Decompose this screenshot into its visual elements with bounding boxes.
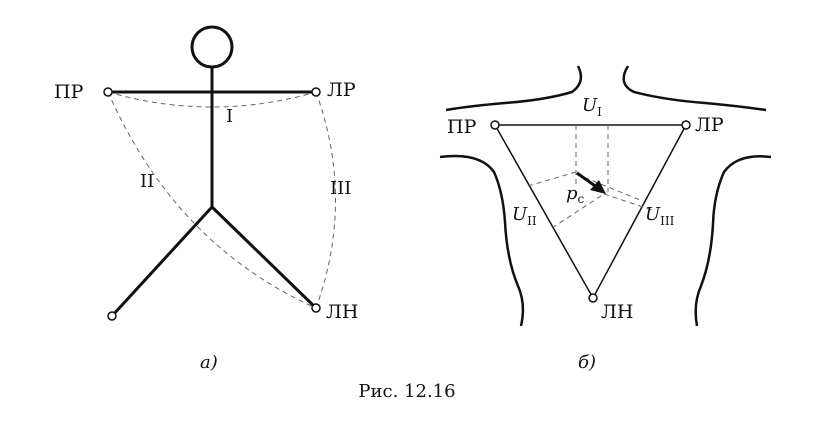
label-pc: pc xyxy=(566,183,585,206)
label-u3-main: U xyxy=(645,204,661,225)
label-lead-ii: II xyxy=(140,171,154,192)
lead-i-arc xyxy=(107,91,317,108)
heart-vector-arrowhead xyxy=(590,180,606,194)
einthoven-triangle xyxy=(493,124,688,300)
panel-a: ПР ЛР ЛН I II III а) xyxy=(54,25,358,373)
electrode-left-foot xyxy=(107,311,117,321)
label-u1-sub: I xyxy=(597,105,602,119)
label-ln-a: ЛН xyxy=(326,301,358,323)
label-u1: UI xyxy=(582,95,602,119)
panel-b: ПР ЛР ЛН UI UII UIII pc б) xyxy=(439,65,772,373)
label-ln-b: ЛН xyxy=(601,301,633,323)
panel-a-sublabel: а) xyxy=(200,352,218,373)
projection-u2-b xyxy=(551,193,605,229)
label-u2: UII xyxy=(512,204,537,228)
label-pr-a: ПР xyxy=(54,81,84,103)
label-lr-a: ЛР xyxy=(327,79,356,101)
label-lead-i: I xyxy=(226,106,233,127)
label-pc-main: p xyxy=(566,183,578,204)
label-u3: UIII xyxy=(645,204,675,228)
stick-figure-head xyxy=(190,25,234,69)
label-pc-sub: c xyxy=(578,192,585,206)
stick-figure-left-leg xyxy=(110,205,214,318)
lead-iii-arc xyxy=(315,91,336,309)
electrode-ln-b xyxy=(588,293,598,303)
electrode-ln xyxy=(311,303,321,313)
figure-caption: Рис. 12.16 xyxy=(358,381,455,402)
label-u2-sub: II xyxy=(527,214,537,228)
label-u1-main: U xyxy=(582,95,598,116)
electrode-lr xyxy=(311,87,321,97)
label-pr-b: ПР xyxy=(447,116,477,138)
label-lr-b: ЛР xyxy=(695,114,724,136)
electrode-pr xyxy=(103,87,113,97)
electrode-lr-b xyxy=(681,120,691,130)
torso-neck-right xyxy=(622,65,767,112)
electrode-pr-b xyxy=(490,120,500,130)
torso-right-side xyxy=(694,155,772,327)
torso-neck-left xyxy=(445,65,583,112)
torso-left-side xyxy=(439,154,525,327)
label-u2-main: U xyxy=(512,204,528,225)
label-lead-iii: III xyxy=(330,178,351,199)
panel-b-sublabel: б) xyxy=(578,352,596,373)
stick-figure-right-leg xyxy=(210,205,318,310)
lead-ii-arc xyxy=(107,91,317,309)
label-u3-sub: III xyxy=(660,214,674,228)
